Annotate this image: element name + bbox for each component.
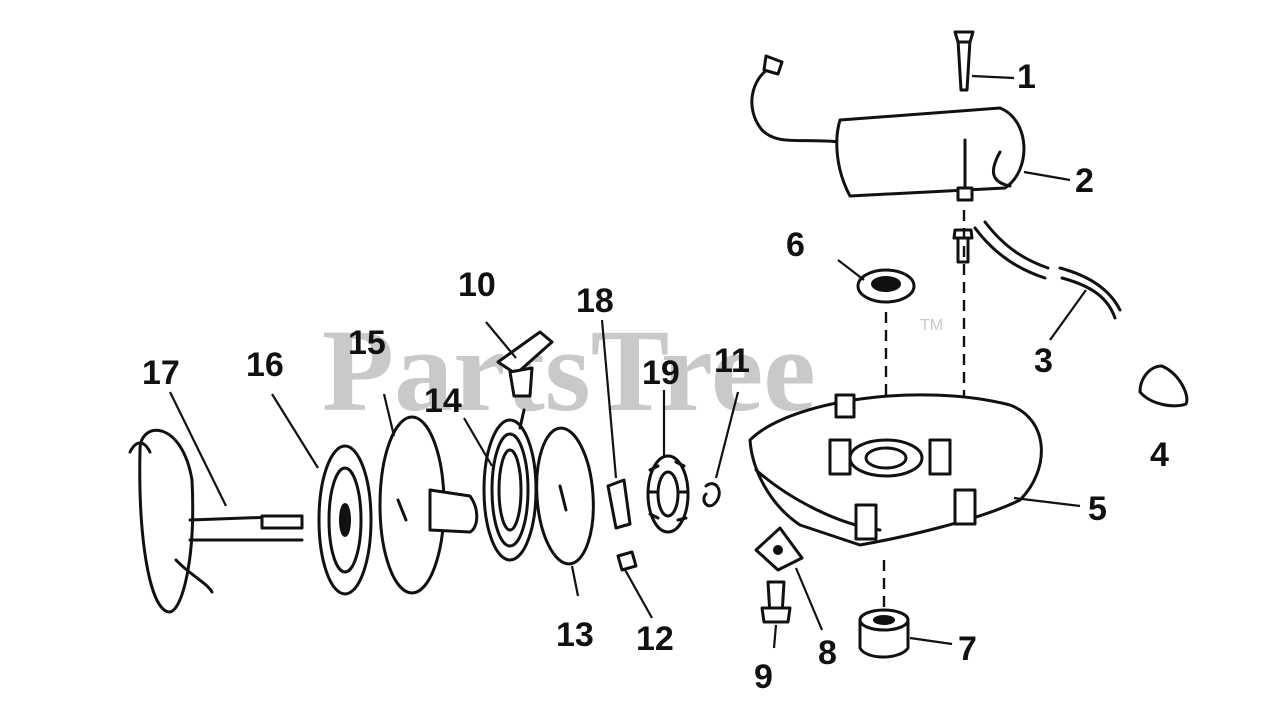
callout-17: 17 — [142, 354, 180, 392]
callout-14: 14 — [424, 382, 462, 420]
part-4-knob[interactable] — [1138, 364, 1189, 408]
part-2-ignition-module[interactable] — [750, 54, 1026, 202]
callout-4: 4 — [1150, 436, 1169, 474]
callout-15: 15 — [348, 324, 386, 362]
callout-1: 1 — [1017, 58, 1036, 96]
callout-5: 5 — [1088, 490, 1107, 528]
callout-16: 16 — [246, 346, 284, 384]
part-16-spring-cover[interactable] — [317, 444, 373, 596]
part-5-housing-plate[interactable] — [748, 393, 1043, 547]
leader-lines — [169, 74, 1087, 649]
callout-19: 19 — [642, 354, 680, 392]
part-9-bolt[interactable] — [760, 580, 792, 624]
callout-2: 2 — [1075, 162, 1094, 200]
part-10-pawl[interactable] — [496, 330, 554, 398]
callout-18: 18 — [576, 282, 614, 320]
part-14-recoil-spring[interactable] — [482, 408, 538, 562]
part-7-spacer[interactable] — [858, 608, 910, 659]
part-18-small-pawl[interactable] — [606, 478, 632, 530]
callout-9: 9 — [754, 658, 773, 696]
part-1-top-screw[interactable] — [953, 30, 975, 92]
callout-7: 7 — [958, 630, 977, 668]
part-6-grommet[interactable] — [856, 268, 916, 304]
part-13-pulley-disc[interactable] — [532, 426, 597, 566]
part-3-fuel-line[interactable] — [973, 220, 1122, 320]
callout-10: 10 — [458, 266, 496, 304]
part-11-retainer-clip[interactable] — [702, 482, 721, 508]
callout-3: 3 — [1034, 342, 1053, 380]
part-17-starter-housing[interactable] — [128, 428, 304, 614]
callout-8: 8 — [818, 634, 837, 672]
callout-6: 6 — [786, 226, 805, 264]
part-8-plate[interactable] — [754, 526, 804, 572]
watermark-trademark: TM — [920, 317, 943, 334]
callout-13: 13 — [556, 616, 594, 654]
callout-labels: 1 2 3 4 5 6 7 8 9 10 11 12 13 14 15 16 1… — [142, 58, 1169, 696]
callout-12: 12 — [636, 620, 674, 658]
part-15-pulley[interactable] — [378, 415, 479, 595]
part-19-gear[interactable] — [646, 454, 690, 534]
callout-11: 11 — [714, 342, 750, 380]
part-12-screw[interactable] — [616, 550, 638, 572]
